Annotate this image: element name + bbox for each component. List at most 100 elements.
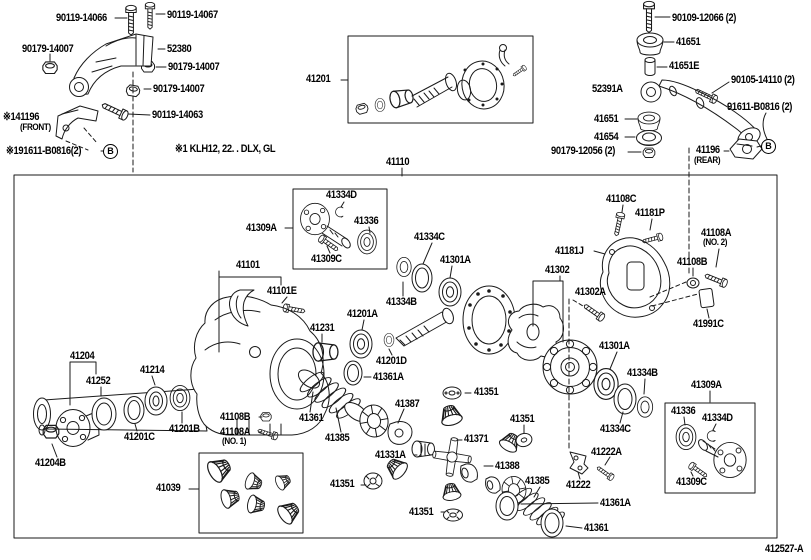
part-label-deflector-41252: 41252 — [86, 375, 111, 387]
part-label-bolt-41181P: 41181P — [635, 207, 665, 219]
part-label-washer-41351-b: 41351 — [510, 413, 535, 425]
part-label-bracket-41196-rear: 41196 — [696, 144, 720, 156]
part-label-nut-90179-14007-a: 90179-14007 — [22, 43, 74, 55]
part-label-washer-41388: 41388 — [495, 460, 520, 472]
part-label-bracket-41196-rear-note: (REAR) — [694, 155, 721, 166]
part-label-bolt-41101E: 41101E — [267, 285, 297, 297]
retainer-41654-drawing — [636, 130, 662, 146]
part-label-nut-90179-14007-c: 90179-14007 — [153, 83, 205, 95]
spacer-41651E-drawing — [644, 57, 656, 76]
part-label-kit-41039: 41039 — [156, 482, 181, 494]
part-label-ring-41361A-a: 41361A — [373, 371, 404, 383]
gear-kit-41039-box — [198, 452, 304, 534]
part-label-part-91611-B0816: 91611-B0816 (2) — [727, 101, 793, 113]
part-label-washer-41108B-left: 41108B — [220, 411, 251, 423]
part-label-bracket-52380: 52380 — [167, 43, 192, 55]
part-label-circle-b-right: B — [761, 139, 776, 154]
part-label-flange-box-41334D: 41334D — [326, 189, 357, 201]
part-label-bolt-90109-12066: 90109-12066 (2) — [672, 12, 737, 24]
part-label-flange-box2-41309A: 41309A — [691, 379, 722, 391]
part-label-flange-41204: 41204 — [70, 350, 95, 362]
part-label-bolt-41108A-no2-note: (NO. 2) — [703, 237, 728, 248]
part-label-spacer-41201C: 41201C — [124, 431, 155, 443]
part-label-gear-41385-left: 41385 — [325, 432, 350, 444]
part-label-seal-41334C-right: 41334C — [600, 423, 631, 435]
part-label-bolt-41222A: 41222A — [591, 446, 622, 458]
part-label-nut-90179-14007-b: 90179-14007 — [168, 61, 220, 73]
part-label-circle-b-left: B — [103, 144, 118, 159]
part-label-part-191611-B0816: ※191611-B0816(2) — [6, 145, 82, 157]
part-label-washer-41387: 41387 — [395, 398, 420, 410]
side-bearing-kit-right-box — [664, 402, 756, 494]
ring-gear-drawing — [462, 285, 516, 355]
part-label-washer-41108B-right: 41108B — [677, 256, 708, 268]
part-label-nut-90179-12056: 90179-12056 (2) — [551, 145, 616, 157]
part-label-bolt-90119-14067: 90119-14067 — [167, 9, 218, 21]
part-label-flange-box2-41309C: 41309C — [676, 476, 707, 488]
flange-row-drawing — [38, 384, 191, 447]
drive-pinion-drawing — [395, 307, 454, 347]
part-label-pinion-kit-41201: 41201 — [306, 73, 331, 85]
part-label-spring-41361-right: 41361 — [584, 522, 609, 534]
part-label-washer-41334B-left: 41334B — [386, 296, 417, 308]
part-label-flange-box-41309A: 41309A — [246, 222, 277, 234]
part-label-bolt-41302A: 41302A — [575, 286, 606, 298]
front-support-group — [42, 2, 156, 173]
bracket-41101-drawing — [229, 289, 255, 327]
part-label-nut-41204B: 41204B — [35, 457, 66, 469]
part-label-retainer-41654: 41654 — [594, 131, 619, 143]
part-label-ring-41361A-b: 41361A — [600, 497, 631, 509]
ring-41361A-b-drawing — [495, 491, 519, 521]
part-label-seal-41334C-left: 41334C — [414, 231, 445, 243]
diff-internals-drawing — [296, 365, 568, 538]
part-label-flange-box-41309C: 41309C — [311, 253, 342, 265]
part-label-cushion-41651-b: 41651 — [594, 113, 619, 125]
bracket-141196-front-drawing — [55, 105, 99, 140]
part-label-washer-41351-a: 41351 — [474, 386, 499, 398]
part-label-bolt-90119-14063: 90119-14063 — [152, 109, 203, 121]
part-label-footnote: ※1 KLH12, 22. . DLX, GL — [175, 143, 276, 155]
part-label-bracket-52391A: 52391A — [592, 83, 623, 95]
rear-support-group — [636, 0, 768, 274]
part-label-bracket-41101: 41101 — [236, 259, 260, 271]
part-label-plug-41231: 41231 — [310, 322, 335, 334]
part-label-bolt-41108A-no1: 41108A — [220, 426, 251, 438]
part-label-gear-41385-right: 41385 — [525, 475, 550, 487]
part-label-washer-41201D: 41201D — [376, 355, 407, 367]
part-label-bolt-90119-14066: 90119-14066 — [56, 12, 107, 24]
part-label-seal-41214: 41214 — [140, 364, 165, 376]
part-label-spider-41371: 41371 — [464, 433, 489, 445]
part-label-bracket-141196-front: ※141196 — [3, 111, 40, 123]
part-label-flange-box2-41336: 41336 — [671, 405, 696, 417]
washer-41108B-right-drawing — [686, 277, 700, 289]
part-label-bolt-41108C: 41108C — [606, 193, 637, 205]
part-label-plate-41991C: 41991C — [693, 318, 724, 330]
seal-41334C-right-drawing — [613, 383, 637, 415]
side-bearing-kit-left-box — [292, 188, 388, 270]
leader-lines — [49, 13, 730, 529]
part-label-assembly-41110: 41110 — [386, 156, 410, 168]
part-label-washer-41351-c: 41351 — [330, 478, 355, 490]
part-label-bearing-41201B: 41201B — [169, 423, 200, 435]
part-label-bracket-141196-front-note: (FRONT) — [20, 122, 51, 133]
part-label-bearing-41301A-right: 41301A — [599, 340, 630, 352]
part-label-washer-41351-d: 41351 — [409, 506, 434, 518]
ring-41361A-a-drawing — [343, 360, 363, 386]
part-label-bolt-41108A-no1-note: (NO. 1) — [222, 436, 247, 447]
part-label-retainer-41181J: 41181J — [555, 245, 584, 257]
part-label-bolt-41108A-no2: 41108A — [701, 227, 732, 239]
part-label-flange-box2-41334D: 41334D — [702, 412, 733, 424]
washer-41387-drawing — [387, 421, 413, 445]
part-label-spacer-41651E: 41651E — [669, 60, 700, 72]
part-label-bolt-90105-14110: 90105-14110 (2) — [731, 74, 795, 86]
bracket-52380-drawing — [69, 33, 154, 97]
part-label-footer-code: 412527-A — [765, 543, 804, 555]
plate-41222-drawing — [569, 451, 589, 475]
part-label-bearing-41201A: 41201A — [347, 308, 378, 320]
plate-41991C-drawing — [698, 288, 715, 309]
part-label-case-41302: 41302 — [545, 264, 570, 276]
seal-41334C-left-drawing — [411, 263, 433, 293]
part-label-bearing-41301A-left: 41301A — [440, 254, 471, 266]
